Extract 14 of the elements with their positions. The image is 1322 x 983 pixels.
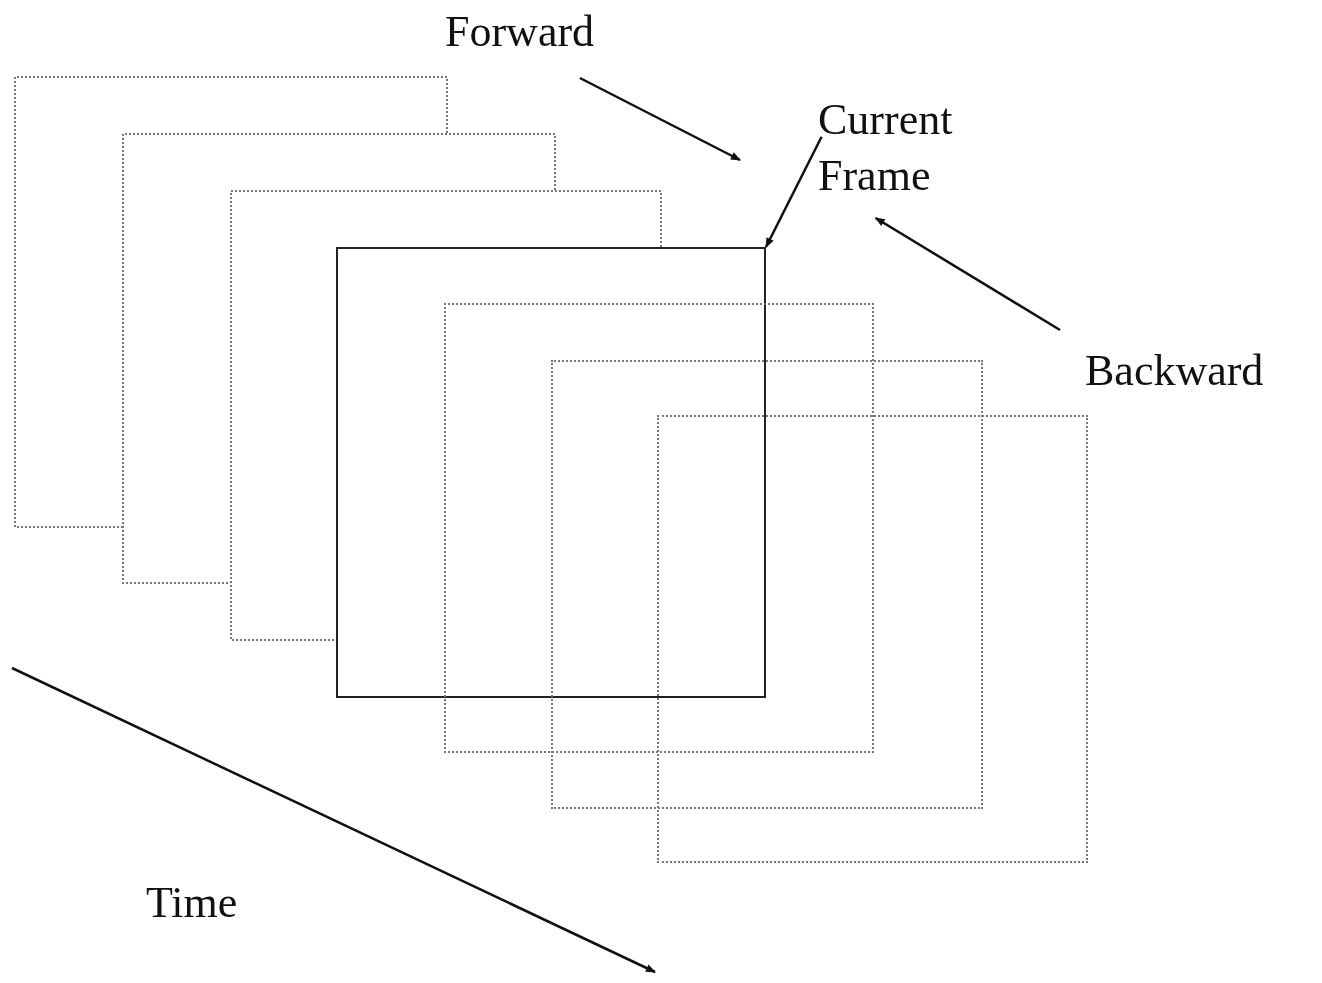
frame <box>657 415 1088 863</box>
frame <box>444 303 874 753</box>
frame <box>551 360 983 809</box>
text-label: Backward <box>1085 343 1310 399</box>
arrow <box>579 76 741 162</box>
frame <box>14 76 448 528</box>
text-label: Forward <box>445 4 635 60</box>
frame <box>230 190 662 641</box>
current-frame <box>336 247 766 698</box>
leader-line <box>764 136 823 248</box>
frame <box>122 133 556 584</box>
text-label: Current Frame <box>818 92 998 204</box>
axis-label: Time <box>146 877 238 929</box>
arrow <box>874 216 1061 332</box>
